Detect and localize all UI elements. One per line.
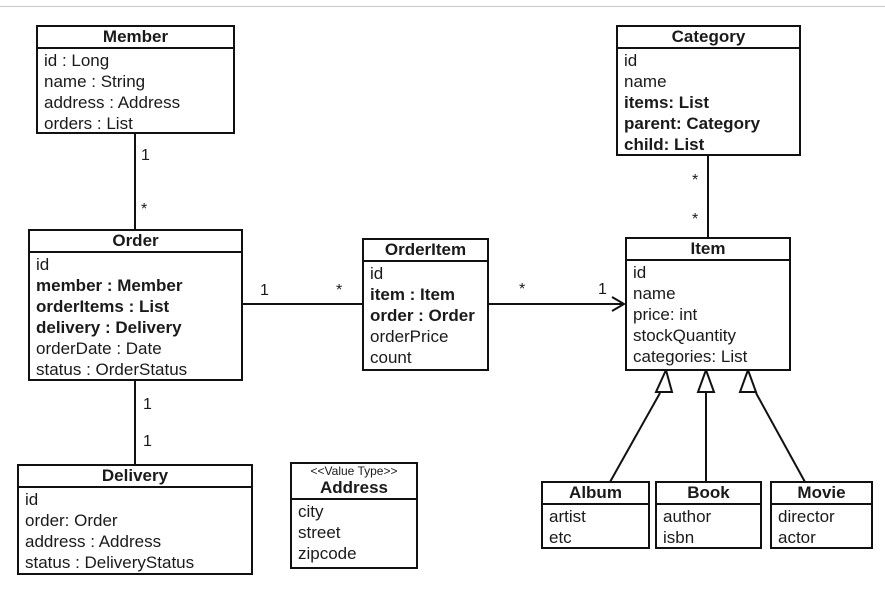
attribute: id : Long xyxy=(44,51,110,70)
multiplicity-label: 1 xyxy=(143,396,152,413)
class-orderitem[interactable]: OrderItem id item : Item order : Order o… xyxy=(362,238,489,371)
attribute: author xyxy=(663,507,712,526)
attribute: item : Item xyxy=(370,285,456,304)
class-name: OrderItem xyxy=(364,240,487,262)
album-generalization xyxy=(609,392,661,483)
attribute: categories: List xyxy=(633,347,748,366)
multiplicity-label: * xyxy=(336,282,343,299)
attribute: delivery : Delivery xyxy=(36,318,182,337)
attribute: orderDate : Date xyxy=(36,339,162,358)
navigation-arrowhead xyxy=(611,296,626,312)
attribute: name : String xyxy=(44,72,146,91)
multiplicity-label: * xyxy=(692,211,699,228)
class-delivery[interactable]: Delivery id order: Order address : Addre… xyxy=(17,464,253,575)
attribute: id xyxy=(624,51,638,70)
book-inheritance-triangle xyxy=(696,367,716,393)
attribute: child: List xyxy=(624,135,705,154)
attribute: etc xyxy=(549,528,572,547)
class-name: Order xyxy=(30,231,241,253)
attribute: status : OrderStatus xyxy=(36,360,188,379)
class-item[interactable]: Item id name price: int stockQuantity ca… xyxy=(625,237,791,371)
attribute: isbn xyxy=(663,528,695,547)
attribute: orderPrice xyxy=(370,327,449,346)
class-order[interactable]: Order id member : Member orderItems : Li… xyxy=(28,229,243,381)
attribute: count xyxy=(370,348,412,367)
class-movie[interactable]: Movie director actor xyxy=(770,481,873,549)
attribute: id xyxy=(370,264,384,283)
attribute: orderItems : List xyxy=(36,297,170,316)
attribute: name xyxy=(624,72,667,91)
class-category[interactable]: Category id name items: List parent: Cat… xyxy=(616,25,801,156)
attribute: id xyxy=(25,490,39,509)
class-name: Member xyxy=(38,27,233,49)
attribute: status : DeliveryStatus xyxy=(25,553,195,572)
attribute: member : Member xyxy=(36,276,183,295)
attribute: city xyxy=(298,502,324,521)
attribute: zipcode xyxy=(298,544,357,563)
attribute: order: Order xyxy=(25,511,118,530)
class-album[interactable]: Album artist etc xyxy=(541,481,650,549)
attribute: artist xyxy=(549,507,586,526)
attribute: stockQuantity xyxy=(633,326,736,345)
attribute: orders : List xyxy=(44,114,133,133)
multiplicity-label: 1 xyxy=(143,433,152,450)
attribute: director xyxy=(778,507,835,526)
attribute: address : Address xyxy=(44,93,181,112)
multiplicity-label: * xyxy=(519,281,526,298)
attribute: street xyxy=(298,523,341,542)
class-member[interactable]: Member id : Long name : String address :… xyxy=(36,25,235,134)
class-name: Movie xyxy=(772,483,871,505)
class-name: Item xyxy=(627,239,789,261)
top-divider xyxy=(0,6,885,7)
attribute: order : Order xyxy=(370,306,475,325)
album-inheritance-triangle xyxy=(654,367,674,393)
multiplicity-label: 1 xyxy=(598,281,607,298)
multiplicity-label: 1 xyxy=(260,282,269,299)
attribute: id xyxy=(633,263,647,282)
class-name: Delivery xyxy=(19,466,251,488)
movie-generalization xyxy=(755,392,806,483)
class-address[interactable]: <<Value Type>> Address city street zipco… xyxy=(290,462,418,569)
class-name-label: Address xyxy=(319,478,389,497)
multiplicity-label: 1 xyxy=(141,147,150,164)
stereotype-label: <<Value Type>> xyxy=(310,464,398,478)
class-book[interactable]: Book author isbn xyxy=(655,481,762,549)
attribute: name xyxy=(633,284,676,303)
class-name: Album xyxy=(543,483,648,505)
movie-inheritance-triangle xyxy=(738,367,758,393)
attribute: price: int xyxy=(633,305,698,324)
class-name: Category xyxy=(618,27,799,49)
attribute: address : Address xyxy=(25,532,162,551)
attribute: actor xyxy=(778,528,816,547)
class-name: Book xyxy=(657,483,760,505)
attribute: items: List xyxy=(624,93,710,112)
attribute: id xyxy=(36,255,50,274)
multiplicity-label: * xyxy=(141,201,148,218)
attribute: parent: Category xyxy=(624,114,761,133)
multiplicity-label: * xyxy=(692,172,699,189)
class-name: <<Value Type>> Address xyxy=(292,464,416,500)
